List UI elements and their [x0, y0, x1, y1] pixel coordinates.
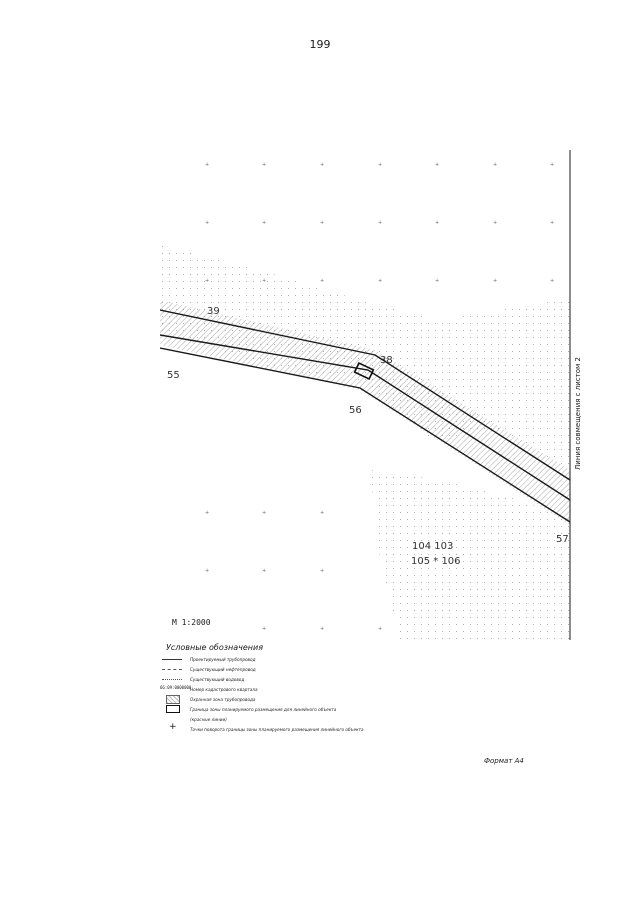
svg-text:+: +	[378, 626, 382, 632]
svg-text:+: +	[205, 162, 209, 168]
dashed-line-icon	[160, 665, 184, 673]
legend-title: Условные обозначения	[166, 643, 264, 652]
legend-item-red-lines: (красные линии)	[160, 714, 390, 724]
svg-text:+: +	[262, 626, 266, 632]
svg-text:+: +	[205, 220, 209, 226]
point-label-55: 55	[167, 370, 180, 381]
svg-text:+: +	[435, 278, 439, 284]
solid-line-icon	[160, 655, 184, 663]
scale-label: М 1:2000	[172, 618, 211, 627]
match-line-label: Линия совмещения с листом 2	[574, 357, 582, 470]
grid-crosses: + + + + + + + + + + + + + + + + + + + + + + + + + + + + + +	[205, 162, 554, 632]
legend-item-cadastral-number: 66:09:0000000 Номер кадастрового квартал…	[160, 684, 390, 694]
svg-text:+: +	[435, 220, 439, 226]
legend-item-label: Охранная зона трубопровода	[190, 696, 256, 702]
point-label-57: 57	[556, 534, 569, 545]
point-label-39: 39	[207, 306, 220, 317]
svg-text:+: +	[205, 568, 209, 574]
point-label-56: 56	[349, 405, 362, 416]
legend-item-protection-zone: Охранная зона трубопровода	[160, 694, 390, 704]
legend-item-water-pipe: Существующий водовод	[160, 674, 390, 684]
svg-text:+: +	[320, 510, 324, 516]
point-label-38: 38	[380, 355, 393, 366]
svg-text:+: +	[320, 278, 324, 284]
svg-text:+: +	[550, 278, 554, 284]
format-label: Формат А4	[484, 757, 524, 765]
svg-text:+: +	[262, 162, 266, 168]
svg-text:+: +	[378, 220, 382, 226]
legend-item-turning-points: + Точки поворота границы зоны планируемо…	[160, 722, 390, 734]
legend: Условные обозначения Проектируемый трубо…	[160, 643, 390, 734]
svg-text:+: +	[320, 568, 324, 574]
point-label-105-106: 105 * 106	[411, 556, 461, 567]
svg-text:+: +	[493, 278, 497, 284]
svg-text:+: +	[262, 568, 266, 574]
legend-item-oil-pipeline: Существующий нефтепровод	[160, 664, 390, 674]
rectangle-icon	[160, 705, 184, 713]
page-number: 199	[309, 38, 331, 51]
svg-text:+: +	[435, 162, 439, 168]
hatched-box-icon	[160, 695, 184, 704]
protection-zone	[160, 300, 570, 525]
svg-text:+: +	[320, 220, 324, 226]
legend-item-projected-pipeline: Проектируемый трубопровод	[160, 654, 390, 664]
svg-text:+: +	[493, 220, 497, 226]
legend-item-label: Существующий водовод	[190, 676, 245, 682]
pipeline-axis	[160, 334, 570, 501]
legend-item-label: Точки поворота границы зоны планируемого…	[190, 726, 364, 732]
dotted-line-icon	[160, 675, 184, 683]
svg-text:+: +	[320, 162, 324, 168]
pipeline-boundary-upper	[160, 309, 570, 481]
legend-item-zone-boundary: Граница зоны планируемого размещения для…	[160, 704, 390, 714]
point-label-104-103: 104 103	[412, 541, 453, 552]
svg-text:+: +	[550, 220, 554, 226]
svg-text:+: +	[550, 162, 554, 168]
svg-text:+: +	[205, 510, 209, 516]
svg-text:+: +	[493, 162, 497, 168]
svg-text:+: +	[378, 162, 382, 168]
legend-item-label: Проектируемый трубопровод	[190, 656, 256, 662]
svg-text:+: +	[378, 278, 382, 284]
facility-marker[interactable]	[353, 362, 375, 380]
legend-item-label: Номер кадастрового квартала	[190, 686, 258, 692]
cross-point-icon: +	[169, 722, 177, 732]
pipeline-boundary-lower	[160, 347, 570, 523]
dotted-zone-lower	[370, 470, 570, 640]
svg-text:+: +	[262, 220, 266, 226]
legend-item-label: (красные линии)	[190, 716, 227, 722]
svg-text:+: +	[320, 626, 324, 632]
legend-item-label: Граница зоны планируемого размещения для…	[190, 706, 337, 712]
svg-text:+: +	[262, 278, 266, 284]
legend-item-label: Существующий нефтепровод	[190, 666, 256, 672]
svg-text:+: +	[262, 510, 266, 516]
svg-text:+: +	[205, 278, 209, 284]
cadastral-code: 66:09:0000000	[160, 685, 192, 690]
